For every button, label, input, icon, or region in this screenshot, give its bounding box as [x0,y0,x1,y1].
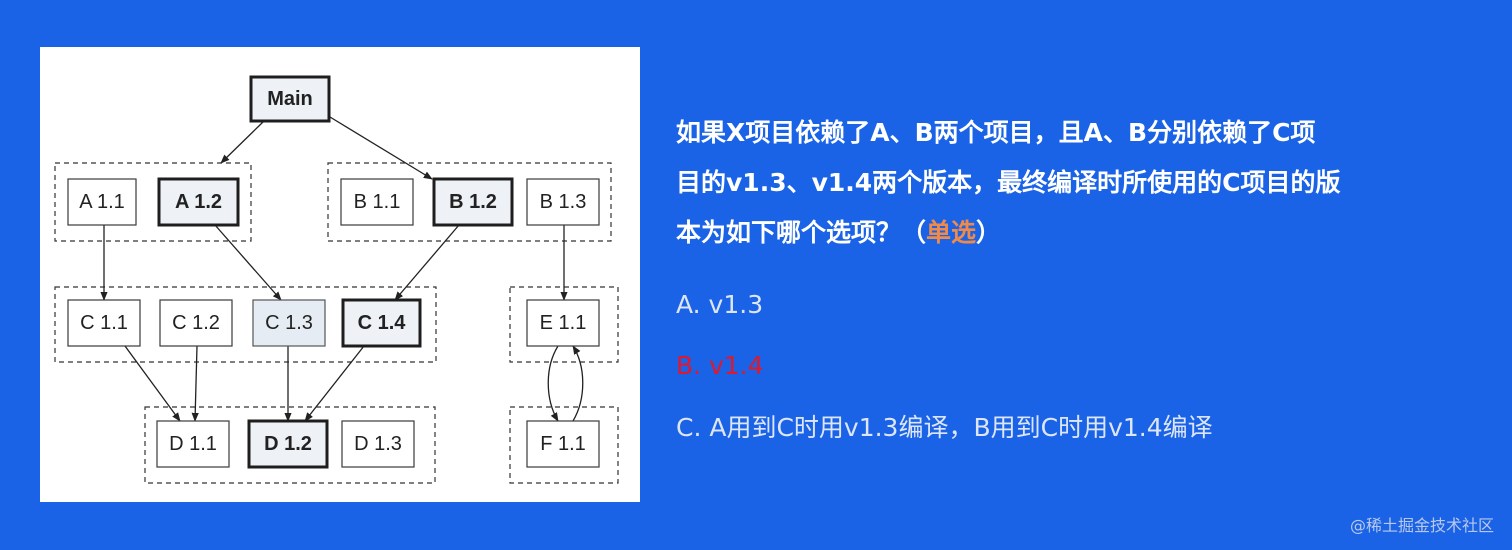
dependency-diagram: Main A 1.1 A 1.2 B 1.1 B 1.2 B 1.3 C 1.1 C 1.2 C… [40,47,640,502]
dependency-graph: Main A 1.1 A 1.2 B 1.1 B 1.2 B 1.3 C 1.1 C 1.2 C… [54,75,619,484]
option-c[interactable]: C. A用到C时用v1.3编译，B用到C时用v1.4编译 [676,413,1213,442]
node-box-b12 [432,177,514,227]
question-line-3: 本为如下哪个选项？（单选） [676,208,1506,258]
node-label-e11: E 1.1 [540,312,587,334]
node-box-c14 [341,298,422,348]
edge-c11-d11 [124,345,181,422]
node-f11: F 1.1 [526,420,600,468]
node-label-main: Main [267,88,313,110]
node-b12: B 1.2 [432,177,514,227]
node-box-a11 [67,178,137,226]
edge-b12-c14 [394,224,460,301]
watermark: @稀土掘金技术社区 [1349,516,1494,535]
node-c14: C 1.4 [341,298,422,348]
node-b11: B 1.1 [340,178,414,226]
node-d12: D 1.2 [247,419,329,469]
edge-main-b12 [329,116,433,180]
node-label-c13: C 1.3 [265,312,313,334]
node-box-a12 [157,177,240,227]
node-label-a11: A 1.1 [79,191,125,213]
node-box-d13 [341,420,415,468]
node-box-b11 [340,178,414,226]
node-label-f11: F 1.1 [540,433,586,455]
node-a11: A 1.1 [67,178,137,226]
edge-f11-e11 [572,345,584,422]
option-a[interactable]: A. v1.3 [676,290,764,319]
node-main: Main [249,75,331,123]
node-box-f11 [526,420,600,468]
node-label-b11: B 1.1 [354,191,401,213]
edge-c12-d11 [191,345,199,422]
edges [100,116,584,422]
group-a [54,162,252,242]
group-d [144,406,436,484]
nodes: Main A 1.1 A 1.2 B 1.1 B 1.2 B 1.3 C 1.1 C 1.2 C… [67,75,600,469]
group-f [509,406,619,484]
node-box-c11 [67,299,141,347]
question-line-2: 目的v1.3、v1.4两个版本，最终编译时所使用的C项目的版 [676,168,1341,197]
edge-main-a12 [220,120,265,164]
edge-c14-d12 [304,345,365,422]
node-box-e11 [526,299,600,347]
node-box-c12 [159,299,233,347]
question-type-tag: 单选 [926,218,977,247]
node-box-d11 [156,420,230,468]
question-panel: 如果X项目依赖了A、B两个项目，且A、B分别依赖了C项 目的v1.3、v1.4两… [676,108,1506,442]
question-line-3-suffix: ） [976,218,1002,247]
node-label-c11: C 1.1 [80,312,128,334]
question-line-3-prefix: 本为如下哪个选项？（ [676,218,927,247]
node-d13: D 1.3 [341,420,415,468]
node-label-c14: C 1.4 [358,312,407,334]
node-box-main [249,75,331,123]
option-b[interactable]: B. v1.4 [676,351,764,380]
edge-a12-c13 [214,224,282,301]
node-label-d12: D 1.2 [264,433,312,455]
edge-e11-f11 [547,345,559,422]
node-c13: C 1.3 [252,299,326,347]
node-box-c13 [252,299,326,347]
question-line-1: 如果X项目依赖了A、B两个项目，且A、B分别依赖了C项 [676,118,1316,147]
node-label-b13: B 1.3 [540,191,587,213]
node-label-a12: A 1.2 [175,191,222,213]
node-label-b12: B 1.2 [449,191,497,213]
node-e11: E 1.1 [526,299,600,347]
node-label-c12: C 1.2 [172,312,220,334]
node-b13: B 1.3 [526,178,600,226]
node-a12: A 1.2 [157,177,240,227]
node-c12: C 1.2 [159,299,233,347]
node-box-b13 [526,178,600,226]
node-c11: C 1.1 [67,299,141,347]
node-d11: D 1.1 [156,420,230,468]
node-label-d11: D 1.1 [169,433,217,455]
group-c [54,286,437,363]
node-box-d12 [247,419,329,469]
node-label-d13: D 1.3 [354,433,402,455]
